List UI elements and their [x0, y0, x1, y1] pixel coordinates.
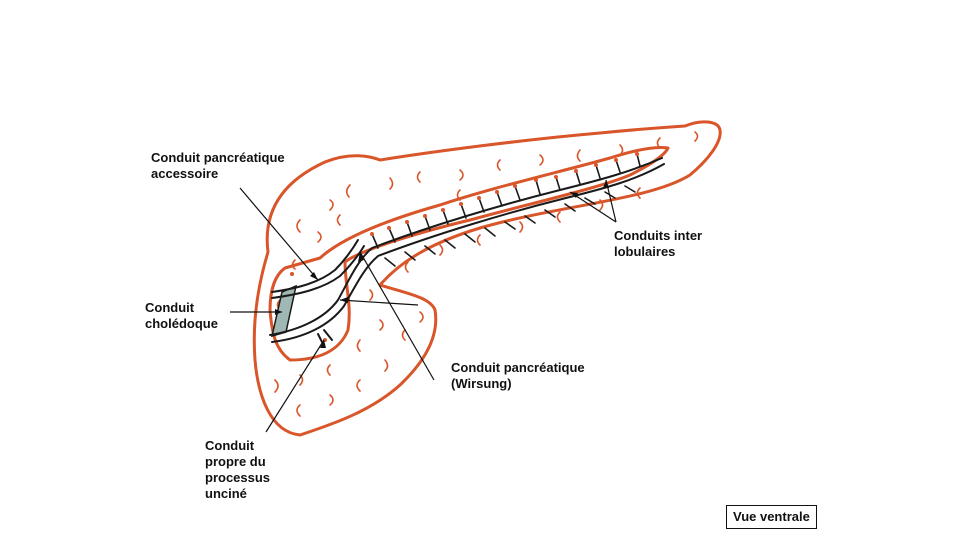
- leader-main-duct: [359, 251, 435, 381]
- leader-accessory: [239, 187, 319, 281]
- duodenum-curve: [268, 146, 670, 362]
- label-uncinate-duct: Conduit propre du processus unciné: [205, 438, 271, 501]
- leader-lines: [230, 179, 617, 433]
- leader-interlobular: [569, 191, 617, 223]
- view-label: Vue ventrale: [726, 505, 817, 529]
- lobule-marks: [274, 131, 699, 417]
- duct-tips: [290, 152, 639, 342]
- leader-uncinate: [265, 339, 325, 433]
- pancreas-outline: [252, 120, 722, 437]
- interlobular-ducts: [371, 153, 641, 267]
- label-main-duct: Conduit pancréatique (Wirsung): [451, 360, 585, 391]
- main-duct: [269, 157, 665, 347]
- leader-main-duct-2: [339, 299, 419, 306]
- label-interlobular-ducts: Conduits inter lobulaires: [614, 228, 703, 259]
- leader-arrowheads: [275, 180, 609, 348]
- label-bile-duct: Conduit cholédoque: [145, 300, 218, 331]
- label-accessory-duct: Conduit pancréatique accessoire: [151, 150, 285, 181]
